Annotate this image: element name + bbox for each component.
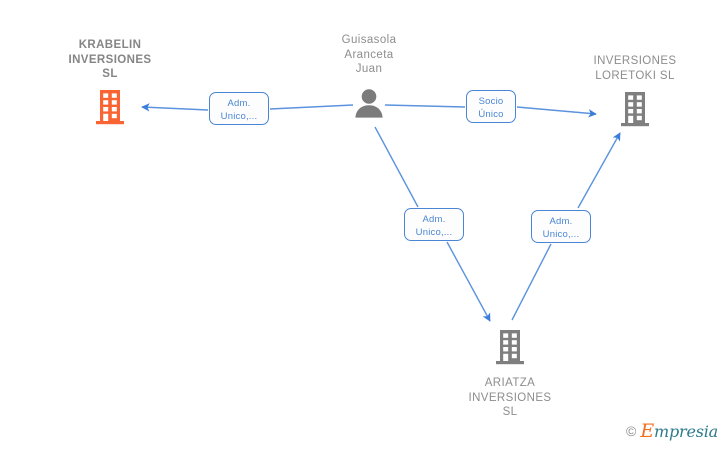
brand-rest: mpresia <box>654 422 718 441</box>
node-ariatza-inversiones-sl[interactable]: ARIATZA INVERSIONES SL <box>430 330 590 420</box>
node-label-krabelin: KRABELIN INVERSIONES SL <box>68 39 152 80</box>
node-label-ariatza: ARIATZA INVERSIONES SL <box>468 377 552 418</box>
node-label-loretoki: INVERSIONES LORETOKI SL <box>593 55 677 82</box>
building-icon <box>555 92 715 132</box>
edge-label-person-krabelin[interactable]: Adm. Unico,... <box>209 92 269 125</box>
node-label-person: Guisasola Aranceta Juan <box>341 34 397 75</box>
node-krabelin-inversiones-sl[interactable]: KRABELIN INVERSIONES SL <box>30 38 190 130</box>
brand-name: Empresia <box>640 420 718 442</box>
edge-person-krabelin <box>141 103 354 112</box>
edge-label-ariatza-loretoki[interactable]: Adm. Unico,... <box>531 210 591 243</box>
brand-initial: E <box>640 420 654 442</box>
edge-ariatza-loretoki <box>511 132 621 321</box>
edge-person-ariatza <box>374 126 491 322</box>
node-inversiones-loretoki-sl[interactable]: INVERSIONES LORETOKI SL <box>555 54 715 132</box>
edge-label-person-ariatza[interactable]: Adm. Unico,... <box>404 208 464 241</box>
copyright-icon: © <box>626 423 637 439</box>
empresia-watermark: © Empresia <box>626 420 718 442</box>
building-icon <box>430 330 590 370</box>
edge-label-person-loretoki[interactable]: Socio Único <box>466 90 516 123</box>
building-icon <box>30 89 190 130</box>
edge-person-loretoki <box>384 104 597 118</box>
node-guisasola-aranceta-juan[interactable]: Guisasola Aranceta Juan <box>289 33 449 128</box>
person-icon <box>289 88 449 128</box>
